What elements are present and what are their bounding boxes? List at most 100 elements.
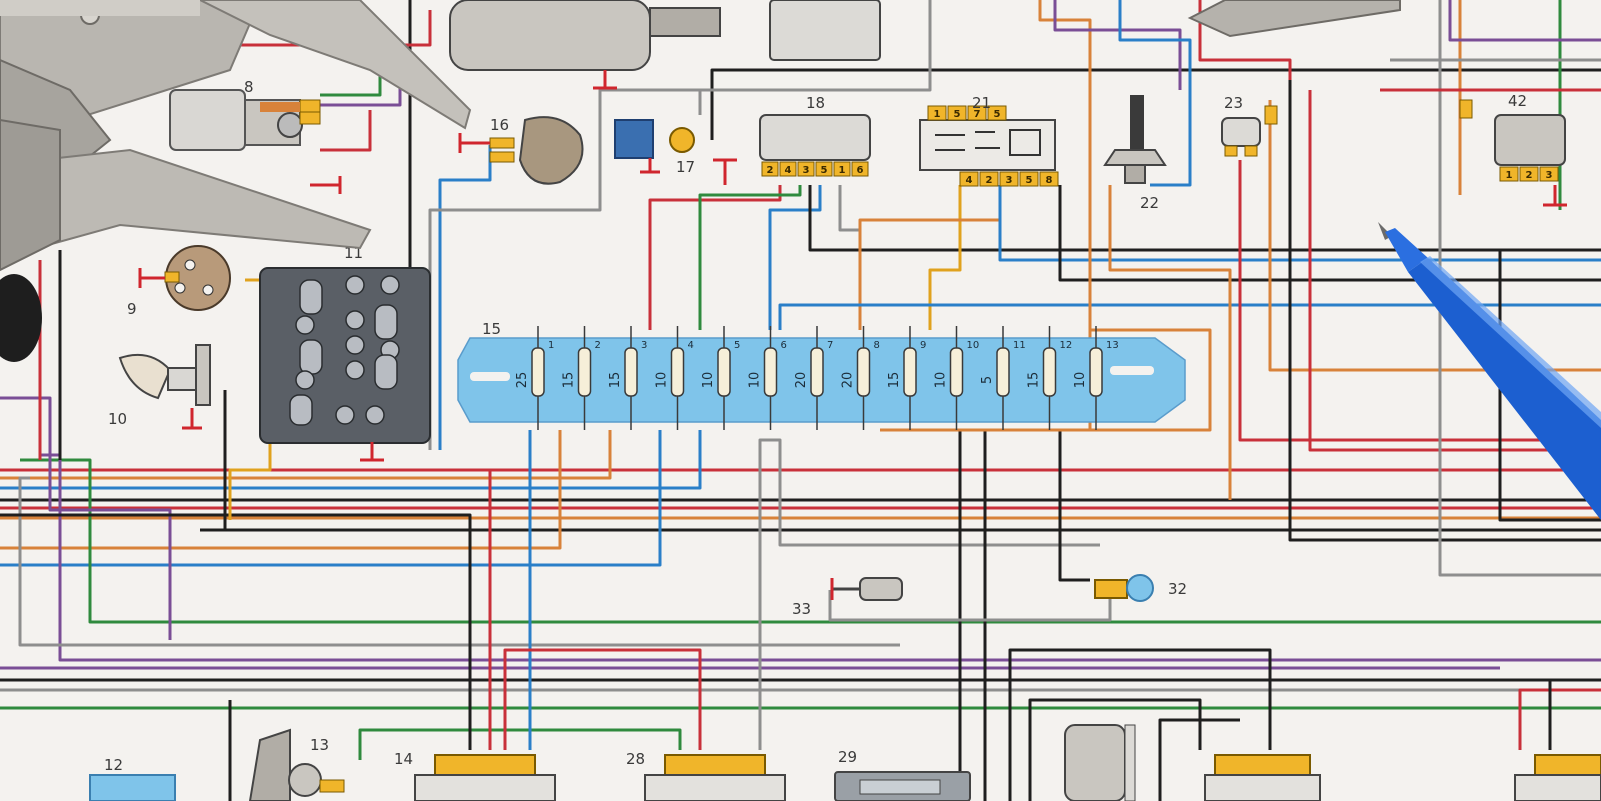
wire-grey	[700, 0, 932, 92]
pin-label: 4	[785, 165, 792, 176]
label-22: 22	[1140, 194, 1159, 212]
fuse: 10 10	[934, 326, 980, 430]
label-9: 9	[127, 300, 137, 318]
wire-blue	[0, 430, 662, 567]
connector-pin	[999, 171, 1019, 187]
label-15: 15	[482, 320, 501, 338]
fuse: 207	[794, 326, 833, 430]
fuse-number: 1	[548, 340, 554, 351]
wire-blue	[768, 185, 822, 330]
label-42: 42	[1508, 92, 1527, 110]
fuse-number: 5	[734, 340, 740, 351]
label-16: 16	[490, 116, 509, 134]
component-11-relay-block	[259, 267, 431, 462]
fuse: 511	[980, 326, 1026, 430]
pin-label: 3	[803, 165, 810, 176]
wire-yellow	[928, 185, 962, 330]
caliper-lower-jaw	[28, 148, 372, 252]
component-13-device	[248, 728, 345, 801]
connector-pin	[1019, 171, 1039, 187]
pen-body	[1408, 258, 1601, 520]
fuse-box-slot-left	[470, 372, 510, 381]
component-33-sensor	[830, 577, 903, 601]
connector-pin	[761, 161, 779, 177]
label-33: 33	[792, 600, 811, 618]
caliper-body	[0, 118, 61, 272]
wire-blue	[778, 303, 1601, 330]
fuse: 10 13	[1073, 326, 1119, 430]
pin-label: 6	[857, 165, 864, 176]
wire-green	[698, 185, 802, 330]
connector-pin	[1539, 166, 1559, 182]
label-23: 23	[1224, 94, 1243, 112]
fuse-rating: 15	[608, 372, 623, 389]
fuse-rating: 10	[701, 372, 716, 389]
component-32-lamp	[1094, 574, 1154, 602]
wire-purple	[40, 453, 1601, 662]
fuse-number: 8	[874, 340, 880, 351]
fuse: 159	[887, 326, 926, 430]
wire-grey	[428, 88, 702, 450]
wire-green	[320, 70, 382, 97]
connector-pin	[833, 161, 851, 177]
label-21: 21	[972, 94, 991, 112]
fuse: 15 3	[608, 326, 647, 430]
pin-label: 3	[1006, 175, 1013, 186]
connector-pin	[851, 161, 869, 177]
fuse-rating: 10	[934, 372, 949, 389]
caliper-knob	[0, 274, 42, 362]
fuse-rating: 15	[1027, 372, 1042, 389]
fuse-rating: 10	[1073, 372, 1088, 389]
wire-black	[1288, 80, 1601, 542]
wire-black	[0, 513, 472, 750]
component-8-motor	[169, 89, 342, 194]
wire-orange	[880, 305, 1212, 432]
fuse: 106	[748, 326, 787, 430]
wire-black	[1058, 430, 1090, 582]
fuse: 25 1	[515, 326, 554, 430]
label-8: 8	[244, 78, 254, 96]
pen-highlight	[1420, 256, 1601, 428]
fuse-number: 7	[827, 340, 833, 351]
component-29-meter	[834, 771, 971, 801]
connector-pin	[927, 105, 947, 121]
fuse-number: 12	[1060, 340, 1073, 351]
fuse-number: 13	[1106, 340, 1119, 351]
wire-red	[648, 185, 782, 330]
fuse-rating: 25	[515, 372, 530, 389]
fuse: 10 5	[701, 326, 740, 430]
fuse-number: 10	[967, 340, 980, 351]
label-12: 12	[104, 756, 123, 774]
pin-label: 5	[954, 109, 961, 120]
pin-label: 2	[767, 165, 774, 176]
label-14: 14	[394, 750, 413, 768]
screwdriver	[1187, 0, 1401, 38]
component-9-socket	[138, 245, 231, 311]
component-tank	[1064, 724, 1136, 801]
component-10-lamp	[118, 344, 211, 430]
label-10: 10	[108, 410, 127, 428]
fuse-box-slot-right	[1110, 366, 1154, 375]
wire-purple	[1448, 0, 1601, 42]
wire-blue	[1118, 0, 1192, 187]
relay-top	[769, 0, 881, 61]
pin-label: 4	[966, 175, 973, 186]
fuse-number: 3	[641, 340, 647, 351]
connector-pin	[1039, 171, 1059, 187]
wire-orange	[0, 430, 612, 480]
wire-blue	[998, 185, 1601, 262]
component-12-motor	[89, 774, 176, 801]
fuse-rating: 15	[887, 372, 902, 389]
label-28: 28	[626, 750, 645, 768]
component-16-sensor	[458, 116, 584, 185]
connector-bottom-right-b	[1514, 754, 1601, 801]
wire-red	[320, 110, 372, 152]
pin-label: 5	[1026, 175, 1033, 186]
component-17-bulb	[614, 119, 695, 174]
fuse-rating: 15	[562, 372, 577, 389]
wire-grey	[758, 438, 1100, 750]
fuse-rating: 5	[980, 376, 995, 384]
